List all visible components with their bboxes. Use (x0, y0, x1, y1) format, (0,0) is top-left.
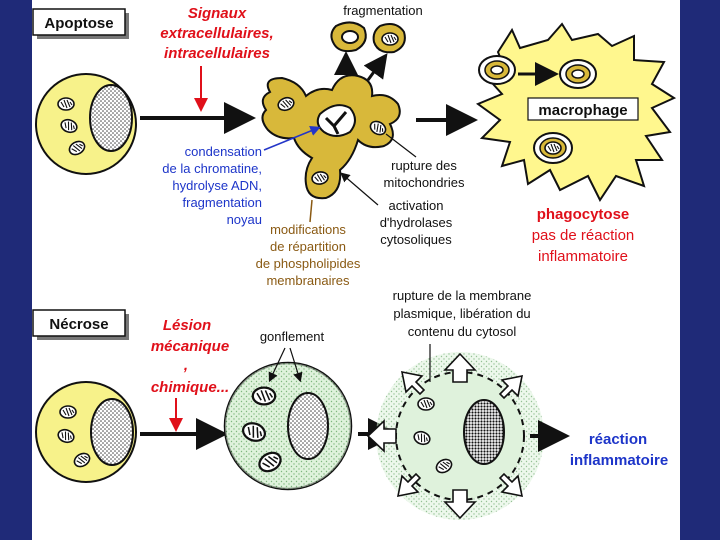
gonflement-pointer (289, 347, 303, 383)
modifications-text: modifications de répartition de phosphol… (256, 222, 361, 288)
condensation-line: condensation (185, 144, 262, 159)
nucleus (89, 84, 133, 152)
modifications-line: de répartition (270, 239, 346, 254)
apoptose-outcome: phagocytose pas de réaction inflammatoir… (532, 206, 635, 265)
release-arrow (443, 352, 477, 383)
apoptotic-body (330, 21, 367, 53)
release-arrows (366, 352, 524, 520)
mitochondrion (417, 397, 435, 411)
fragmentation-label: fragmentation (343, 3, 423, 18)
phagocytosed-body (478, 55, 516, 85)
condensation-line: noyau (227, 212, 262, 227)
activation-line: cytosoliques (380, 232, 452, 247)
outcome-line: inflammatoire (538, 248, 628, 265)
outcome-line: inflammatoire (570, 452, 668, 469)
rupture-line: plasmique, libération du (393, 306, 530, 321)
rupture-line: contenu du cytosol (408, 324, 517, 339)
phagocytosed-body (533, 132, 573, 164)
apoptose-label: Apoptose (44, 15, 113, 32)
necrose-label-box (32, 309, 126, 337)
outcome-line: phagocytose (537, 206, 630, 223)
rupture-mito-pointer (385, 133, 417, 158)
release-arrow (400, 370, 426, 396)
fragmentation-arrow (363, 53, 388, 81)
activation-pointer (340, 172, 379, 206)
swollen-mitochondrion (251, 386, 277, 406)
outcome-line: réaction (589, 431, 647, 448)
condensed-chromatin (324, 111, 348, 135)
condensation-line: fragmentation (183, 195, 263, 210)
lesion-line: chimique... (151, 379, 229, 396)
lesion-text: Lésion mécanique , chimique... (151, 317, 229, 396)
release-arrow (366, 419, 397, 453)
modifications-line: membranaires (266, 273, 350, 288)
signal-line: extracellulaires, (160, 25, 273, 42)
mitochondrion (57, 97, 75, 111)
pyknotic-nucleus (463, 399, 505, 465)
modifications-pointer (309, 199, 313, 223)
rupture-mito-line: mitochondries (384, 175, 465, 190)
gonflement-pointer (268, 347, 286, 383)
activation-line: d'hydrolases (380, 215, 453, 230)
release-arrow (498, 374, 524, 400)
release-arrow (443, 489, 477, 520)
signal-line: intracellulaires (164, 45, 270, 62)
modifications-line: de phospholipides (256, 256, 361, 271)
rupture-mito-text: rupture des mitochondries (384, 158, 465, 190)
condensation-line: de la chromatine, (162, 161, 262, 176)
release-arrow (396, 472, 422, 498)
condensation-text: condensation de la chromatine, hydrolyse… (162, 144, 262, 227)
necrose-outcome: réaction inflammatoire (570, 431, 668, 469)
apoptotic-body (372, 23, 406, 54)
necrose-label: Nécrose (49, 316, 108, 333)
macrophage-label-box (527, 97, 639, 121)
lesion-line: mécanique (151, 338, 229, 355)
rupture-membrane-text: rupture de la membrane plasmique, libéra… (393, 288, 532, 339)
release-arrow (498, 472, 524, 498)
gonflement-label: gonflement (260, 329, 325, 344)
lesion-line: Lésion (163, 317, 211, 334)
condensation-pointer (263, 125, 321, 151)
activation-text: activation d'hydrolases cytosoliques (380, 198, 453, 247)
rupture-mito-line: rupture des (391, 158, 457, 173)
signal-line: Signaux (188, 5, 247, 22)
necrose-section: Nécrose Lésion mécanique , chimique... g… (32, 288, 668, 520)
apoptose-label-box (32, 8, 126, 36)
apoptose-section: Apoptose Signaux extracellulaires, intra… (32, 3, 677, 288)
condensation-line: hydrolyse ADN, (172, 178, 262, 193)
activation-line: activation (389, 198, 444, 213)
nucleus (287, 392, 329, 460)
mitochondrion (59, 405, 77, 419)
modifications-line: modifications (270, 222, 346, 237)
lesion-line: , (183, 357, 188, 374)
rupture-line: rupture de la membrane (393, 288, 532, 303)
nucleus (90, 398, 134, 466)
macrophage-label: macrophage (538, 102, 627, 119)
outcome-line: pas de réaction (532, 227, 635, 244)
phagocytosed-body (559, 59, 597, 89)
signals-text: Signaux extracellulaires, intracellulair… (160, 5, 273, 62)
